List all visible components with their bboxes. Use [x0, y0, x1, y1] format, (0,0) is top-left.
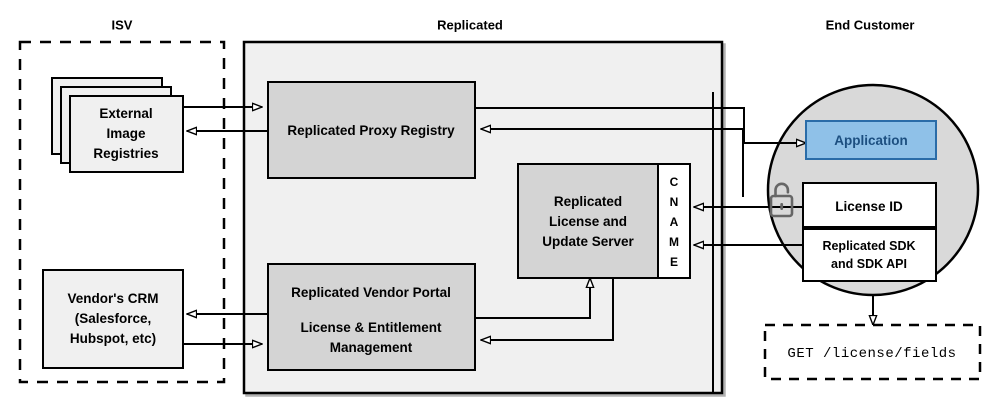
- node-vendor-crm: Vendor's CRM (Salesforce, Hubspot, etc): [42, 269, 184, 369]
- zone-title-end-customer: End Customer: [826, 17, 915, 32]
- cname-letter-m: M: [669, 235, 679, 249]
- padlock-shackle: [774, 182, 790, 198]
- vendor-portal-line-1: Replicated Vendor Portal: [291, 285, 451, 300]
- cname-letter-c: C: [670, 175, 679, 189]
- vendor-crm-line-3: Hubspot, etc): [70, 331, 156, 346]
- padlock-keyhole: [780, 203, 784, 210]
- sdk-line-2: and SDK API: [831, 257, 907, 271]
- api-call-box: [763, 323, 982, 381]
- proxy-registry-label: Replicated Proxy Registry: [287, 123, 455, 138]
- application-label: Application: [834, 133, 908, 148]
- node-api-call: GET /license/fields: [763, 323, 982, 381]
- node-license-id: License ID: [802, 182, 937, 228]
- node-replicated-sdk: Replicated SDK and SDK API: [802, 228, 937, 282]
- vendor-portal-line-2: License & Entitlement: [300, 320, 442, 335]
- zone-title-replicated: Replicated: [437, 17, 503, 32]
- cname-letter-n: N: [670, 195, 679, 209]
- flow-proxy-to-application: [475, 107, 806, 143]
- proxy-registry-box: [267, 81, 476, 179]
- zone-isv-boundary: [18, 40, 226, 384]
- vendor-portal-box: [267, 263, 476, 371]
- sdk-line-1: Replicated SDK: [822, 239, 915, 253]
- registry-stack-front: [69, 95, 184, 173]
- cname-letter-e: E: [670, 255, 678, 269]
- node-license-update-server: Replicated License and Update Server C N…: [517, 163, 691, 279]
- node-application: Application: [805, 120, 937, 160]
- license-server-line-2: License and: [549, 214, 627, 229]
- license-server-line-3: Update Server: [542, 234, 634, 249]
- node-external-image-registries: External Image Registries: [51, 77, 184, 173]
- api-call-label: GET /license/fields: [787, 346, 956, 362]
- registries-line-1: External: [99, 106, 152, 121]
- cname-letter-a: A: [670, 215, 679, 229]
- flow-license-server-to-portal: [481, 278, 614, 340]
- license-server-line-1: Replicated: [554, 194, 622, 209]
- application-box: [805, 120, 937, 160]
- registries-line-3: Registries: [93, 146, 158, 161]
- flow-portal-to-license-server: [475, 278, 590, 319]
- padlock-body: [769, 194, 794, 218]
- license-id-box: [802, 182, 937, 228]
- zone-title-isv: ISV: [112, 17, 133, 32]
- node-vendor-portal: Replicated Vendor Portal License & Entit…: [267, 263, 476, 371]
- node-proxy-registry: Replicated Proxy Registry: [267, 81, 476, 179]
- sdk-box: [802, 228, 937, 282]
- registries-line-2: Image: [106, 126, 146, 141]
- cname-strip: [657, 163, 691, 279]
- vendor-portal-line-3: Management: [330, 340, 413, 355]
- license-server-box: [517, 163, 659, 279]
- vendor-crm-line-2: (Salesforce,: [75, 311, 152, 326]
- vendor-crm-line-1: Vendor's CRM: [68, 291, 159, 306]
- unlocked-padlock-icon: [769, 182, 794, 218]
- flow-customer-to-proxy: [481, 129, 744, 197]
- vendor-crm-box: [42, 269, 184, 369]
- license-id-label: License ID: [835, 199, 903, 214]
